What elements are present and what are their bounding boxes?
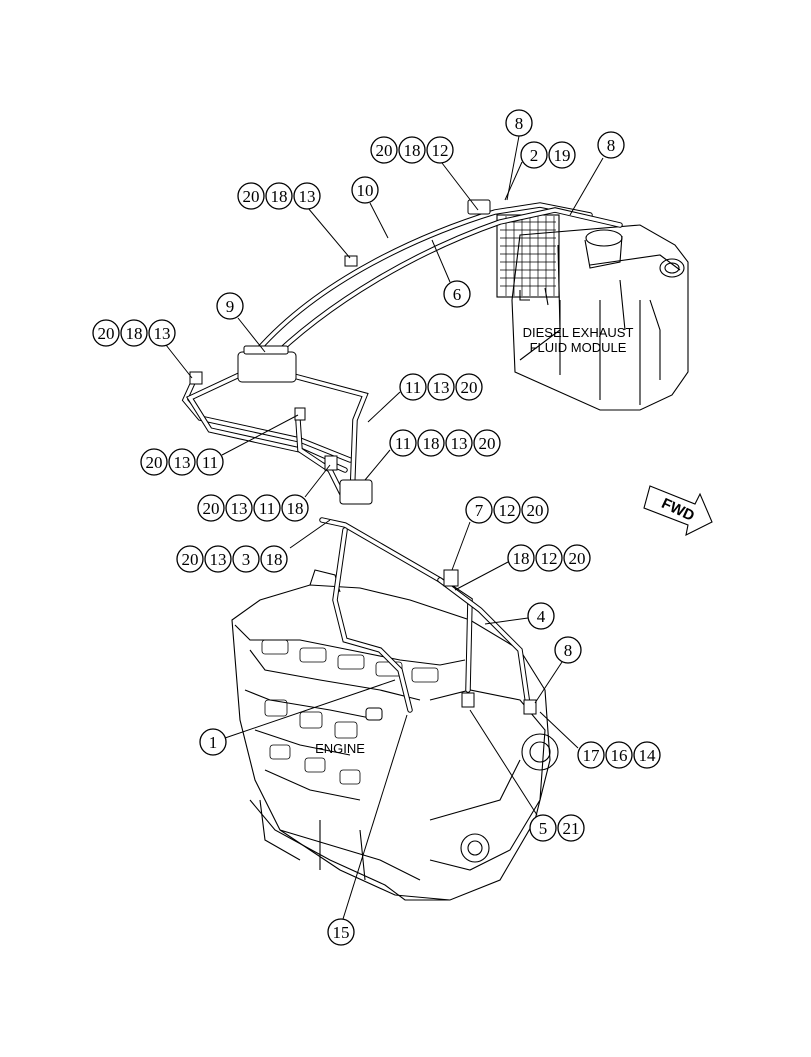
callout-17-16-14: 17 16 14 bbox=[539, 711, 661, 769]
callout-20-18-12: 20 18 12 bbox=[370, 136, 479, 211]
callout-item: 13 bbox=[154, 324, 171, 343]
callout-item: 1 bbox=[209, 733, 218, 752]
callout-item: 20 bbox=[479, 434, 496, 453]
callout-item: 20 bbox=[146, 453, 163, 472]
callout-item: 12 bbox=[541, 549, 558, 568]
callout-item: 9 bbox=[226, 297, 235, 316]
callout-8-top: 8 bbox=[505, 109, 533, 201]
forward-arrow-icon: FWD bbox=[643, 485, 713, 536]
callout-item: 12 bbox=[432, 141, 449, 160]
callout-5-21: 5 21 bbox=[469, 709, 585, 842]
callout-item: 11 bbox=[259, 499, 275, 518]
hose-routing bbox=[181, 199, 623, 721]
callout-item: 18 bbox=[271, 187, 288, 206]
callout-item: 6 bbox=[453, 285, 462, 304]
callout-9: 9 bbox=[216, 292, 266, 353]
callout-item: 8 bbox=[607, 136, 616, 155]
callout-item: 18 bbox=[287, 499, 304, 518]
callout-20-13-11: 20 13 11 bbox=[140, 414, 299, 476]
callout-item: 4 bbox=[537, 607, 546, 626]
callout-item: 20 bbox=[243, 187, 260, 206]
callout-item: 5 bbox=[539, 819, 548, 838]
callout-2-19: 2 19 bbox=[504, 141, 576, 201]
callout-8-lower: 8 bbox=[534, 636, 582, 704]
callout-20-18-13-top: 20 18 13 bbox=[237, 182, 351, 259]
callout-item: 13 bbox=[451, 434, 468, 453]
callout-item: 20 bbox=[569, 549, 586, 568]
callout-item: 8 bbox=[515, 114, 524, 133]
callout-item: 11 bbox=[405, 378, 421, 397]
callout-20-18-13-left: 20 18 13 bbox=[92, 319, 193, 379]
module-label-line2: FLUID MODULE bbox=[530, 340, 627, 355]
callout-7-12-20: 7 12 20 bbox=[451, 496, 549, 571]
callout-item: 13 bbox=[231, 499, 248, 518]
module-label-line1: DIESEL EXHAUST bbox=[523, 325, 634, 340]
callout-item: 21 bbox=[563, 819, 580, 838]
callout-item: 7 bbox=[475, 501, 484, 520]
callout-11-18-13-20: 11 18 13 20 bbox=[364, 429, 501, 481]
callout-item: 20 bbox=[461, 378, 478, 397]
callout-item: 18 bbox=[513, 549, 530, 568]
fwd-label: FWD bbox=[659, 495, 697, 525]
callout-20-13-3-18: 20 13 3 18 bbox=[176, 519, 331, 573]
callout-item: 12 bbox=[499, 501, 516, 520]
callout-item: 18 bbox=[126, 324, 143, 343]
callout-item: 13 bbox=[210, 550, 227, 569]
item-9-manifold bbox=[237, 351, 297, 383]
callout-item: 15 bbox=[333, 923, 350, 942]
callout-item: 18 bbox=[423, 434, 440, 453]
callout-item: 20 bbox=[98, 324, 115, 343]
callout-item: 2 bbox=[530, 146, 539, 165]
callout-item: 20 bbox=[182, 550, 199, 569]
callout-item: 13 bbox=[433, 378, 450, 397]
callout-item: 14 bbox=[639, 746, 657, 765]
callout-10: 10 bbox=[351, 176, 389, 239]
engine-label: ENGINE bbox=[315, 741, 365, 756]
callout-20-13-11-18: 20 13 11 18 bbox=[197, 464, 331, 522]
callout-6: 6 bbox=[431, 239, 471, 308]
callout-item: 3 bbox=[242, 550, 251, 569]
callout-item: 11 bbox=[202, 453, 218, 472]
callout-item: 20 bbox=[527, 501, 544, 520]
callout-4: 4 bbox=[484, 602, 555, 630]
callout-8-right: 8 bbox=[569, 131, 625, 216]
callout-18-12-20: 18 12 20 bbox=[454, 544, 591, 591]
callout-11-13-20: 11 13 20 bbox=[367, 373, 483, 423]
def-module: DIESEL EXHAUST FLUID MODULE bbox=[496, 214, 689, 411]
callout-item: 13 bbox=[299, 187, 316, 206]
callout-item: 11 bbox=[395, 434, 411, 453]
engine: ENGINE bbox=[231, 569, 559, 901]
callout-item: 18 bbox=[266, 550, 283, 569]
callout-item: 19 bbox=[554, 146, 571, 165]
callout-item: 17 bbox=[583, 746, 601, 765]
callout-item: 13 bbox=[174, 453, 191, 472]
callout-item: 20 bbox=[376, 141, 393, 160]
callout-1: 1 bbox=[199, 679, 396, 756]
callout-item: 10 bbox=[357, 181, 374, 200]
callout-item: 20 bbox=[203, 499, 220, 518]
callout-15: 15 bbox=[327, 714, 408, 946]
callout-item: 18 bbox=[404, 141, 421, 160]
callout-item: 16 bbox=[611, 746, 628, 765]
callout-item: 8 bbox=[564, 641, 573, 660]
